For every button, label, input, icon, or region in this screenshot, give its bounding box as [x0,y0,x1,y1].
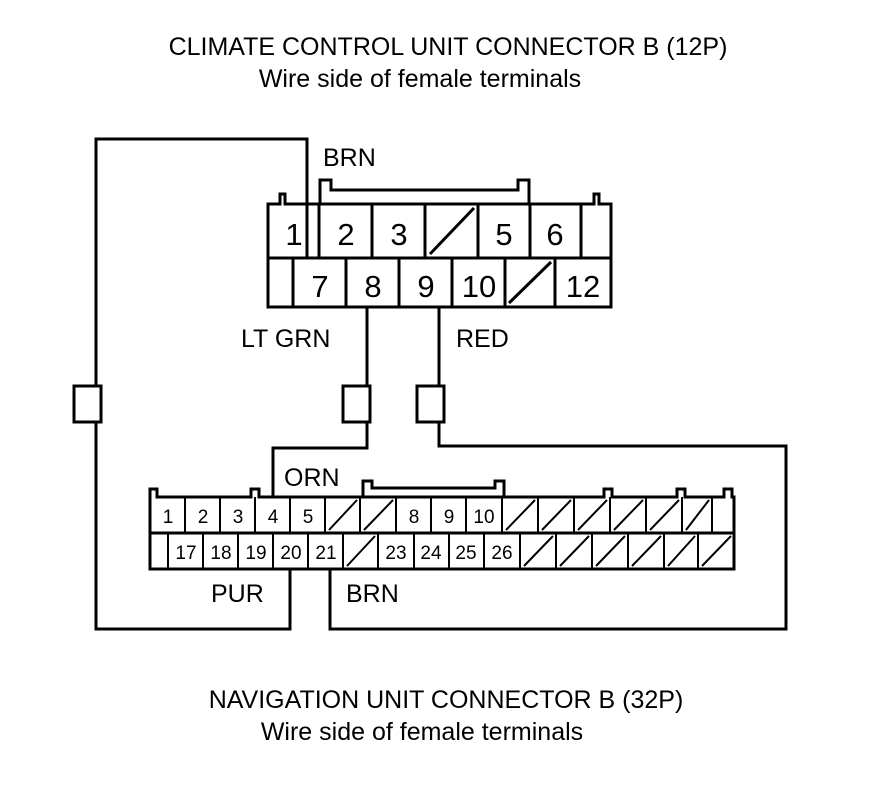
bottom-pin-2: 2 [198,507,209,528]
top-connector-subtitle: Wire side of female terminals [259,65,581,93]
wire-ltgrn-orn [271,307,372,497]
top-pin-5: 5 [495,217,512,252]
top-pin-3: 3 [390,217,407,252]
top-pin-9: 9 [417,269,434,304]
bottom-pin-20: 20 [280,543,301,564]
bottom-pin-3: 3 [233,507,244,528]
bottom-pin-18: 18 [210,543,231,564]
wire-label-lt-grn: LT GRN [241,325,330,353]
bottom-pin-26: 26 [491,543,512,564]
wire-label-brn-top: BRN [323,144,376,172]
bottom-pin-10: 10 [473,507,494,528]
bottom-pin-8: 8 [409,507,420,528]
bottom-connector-subtitle: Wire side of female terminals [261,718,583,746]
top-pin-12: 12 [566,269,600,304]
bottom-connector: 1 2 3 4 5 8 9 10 17 18 19 20 21 23 24 25… [148,479,736,571]
bottom-pin-25: 25 [455,543,476,564]
wire-red-brn [328,307,788,631]
top-pin-10: 10 [462,269,496,304]
bottom-pin-23: 23 [385,543,406,564]
bottom-pin-17: 17 [175,543,196,564]
bottom-pin-21: 21 [315,543,336,564]
bottom-connector-title: NAVIGATION UNIT CONNECTOR B (32P) [209,686,684,714]
bottom-pin-1: 1 [163,507,174,528]
bottom-pin-9: 9 [444,507,455,528]
top-pin-8: 8 [364,269,381,304]
top-pin-1: 1 [285,217,302,252]
wire-label-red: RED [456,325,509,353]
bottom-pin-4: 4 [268,507,279,528]
wire-label-brn-bottom: BRN [346,580,399,608]
bottom-pin-19: 19 [245,543,266,564]
bottom-pin-24: 24 [420,543,442,564]
top-connector: 1 2 3 5 6 7 8 9 10 12 [266,178,613,309]
wire-brn-pur [72,137,309,631]
wire-label-orn: ORN [284,464,340,492]
bottom-pin-5: 5 [303,507,314,528]
wire-label-pur: PUR [211,580,264,608]
top-pin-6: 6 [546,217,563,252]
top-pin-7: 7 [311,269,328,304]
top-pin-2: 2 [337,217,354,252]
top-connector-title: CLIMATE CONTROL UNIT CONNECTOR B (12P) [169,33,728,61]
